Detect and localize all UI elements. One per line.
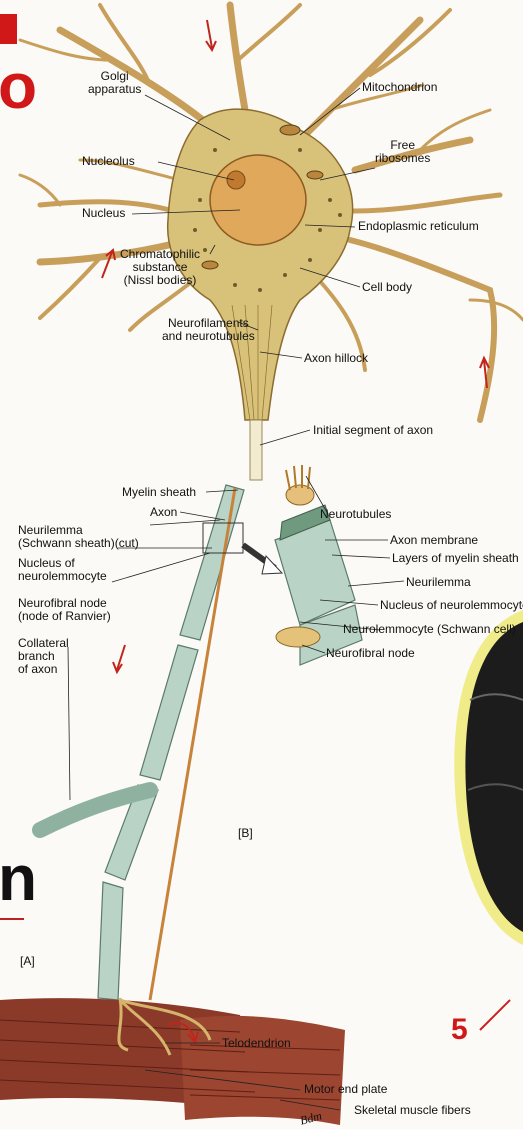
label-golgi: Golgi apparatus <box>88 70 141 96</box>
number-5-pointer <box>480 1000 510 1030</box>
overlay-number-5: 5 <box>451 1015 468 1045</box>
overlay-letter-bottom: n <box>0 848 37 908</box>
label-free-ribosomes: Free ribosomes <box>375 139 430 165</box>
label-telodendrion: Telodendrion <box>222 1037 291 1050</box>
overlay-letter-top: o <box>0 56 37 116</box>
label-layers-myelin: Layers of myelin sheath <box>392 552 519 565</box>
initial-segment-shape <box>250 420 262 480</box>
label-endoplasmic-reticulum: Endoplasmic reticulum <box>358 220 479 233</box>
label-panel-b: [B] <box>238 827 253 840</box>
label-myelin-sheath: Myelin sheath <box>122 486 196 499</box>
label-motor-end-plate: Motor end plate <box>304 1083 387 1096</box>
dark-round-object <box>454 610 523 945</box>
red-marker-block <box>0 14 17 44</box>
nucleus-shape <box>210 155 306 245</box>
label-panel-a: [A] <box>20 955 35 968</box>
label-axon-membrane: Axon membrane <box>390 534 478 547</box>
label-mitochondrion: Mitochondrion <box>362 81 437 94</box>
label-chromatophilic: Chromatophilic substance (Nissl bodies) <box>120 248 200 287</box>
label-nucleus: Nucleus <box>82 207 125 220</box>
label-axon: Axon <box>150 506 177 519</box>
red-line-mark <box>0 918 24 920</box>
label-neurotubules: Neurotubules <box>320 508 391 521</box>
skeletal-muscle-shape <box>0 998 345 1125</box>
label-neurolemmocyte: Neurolemmocyte (Schwann cell) <box>343 623 516 636</box>
label-initial-segment: Initial segment of axon <box>313 424 433 437</box>
label-skeletal-muscle: Skeletal muscle fibers <box>354 1104 471 1117</box>
callout-arrow-head <box>262 556 282 574</box>
label-collateral-branch: Collateral branch of axon <box>18 637 69 676</box>
label-cell-body: Cell body <box>362 281 412 294</box>
label-neurofilaments: Neurofilaments and neurotubules <box>162 317 255 343</box>
label-neurofibral-node: Neurofibral node <box>326 647 415 660</box>
nucleolus-shape <box>227 171 245 189</box>
label-neurilemma-cut: Neurilemma (Schwann sheath)(cut) <box>18 524 139 550</box>
label-neurilemma: Neurilemma <box>406 576 471 589</box>
label-nucleolus: Nucleolus <box>82 155 135 168</box>
label-axon-hillock: Axon hillock <box>304 352 368 365</box>
label-nucleus-neurolemmocyte-b: Nucleus of neurolemmocyte <box>380 599 523 612</box>
label-node-ranvier: Neurofibral node (node of Ranvier) <box>18 597 111 623</box>
label-nucleus-neurolemmocyte: Nucleus of neurolemmocyte <box>18 557 107 583</box>
